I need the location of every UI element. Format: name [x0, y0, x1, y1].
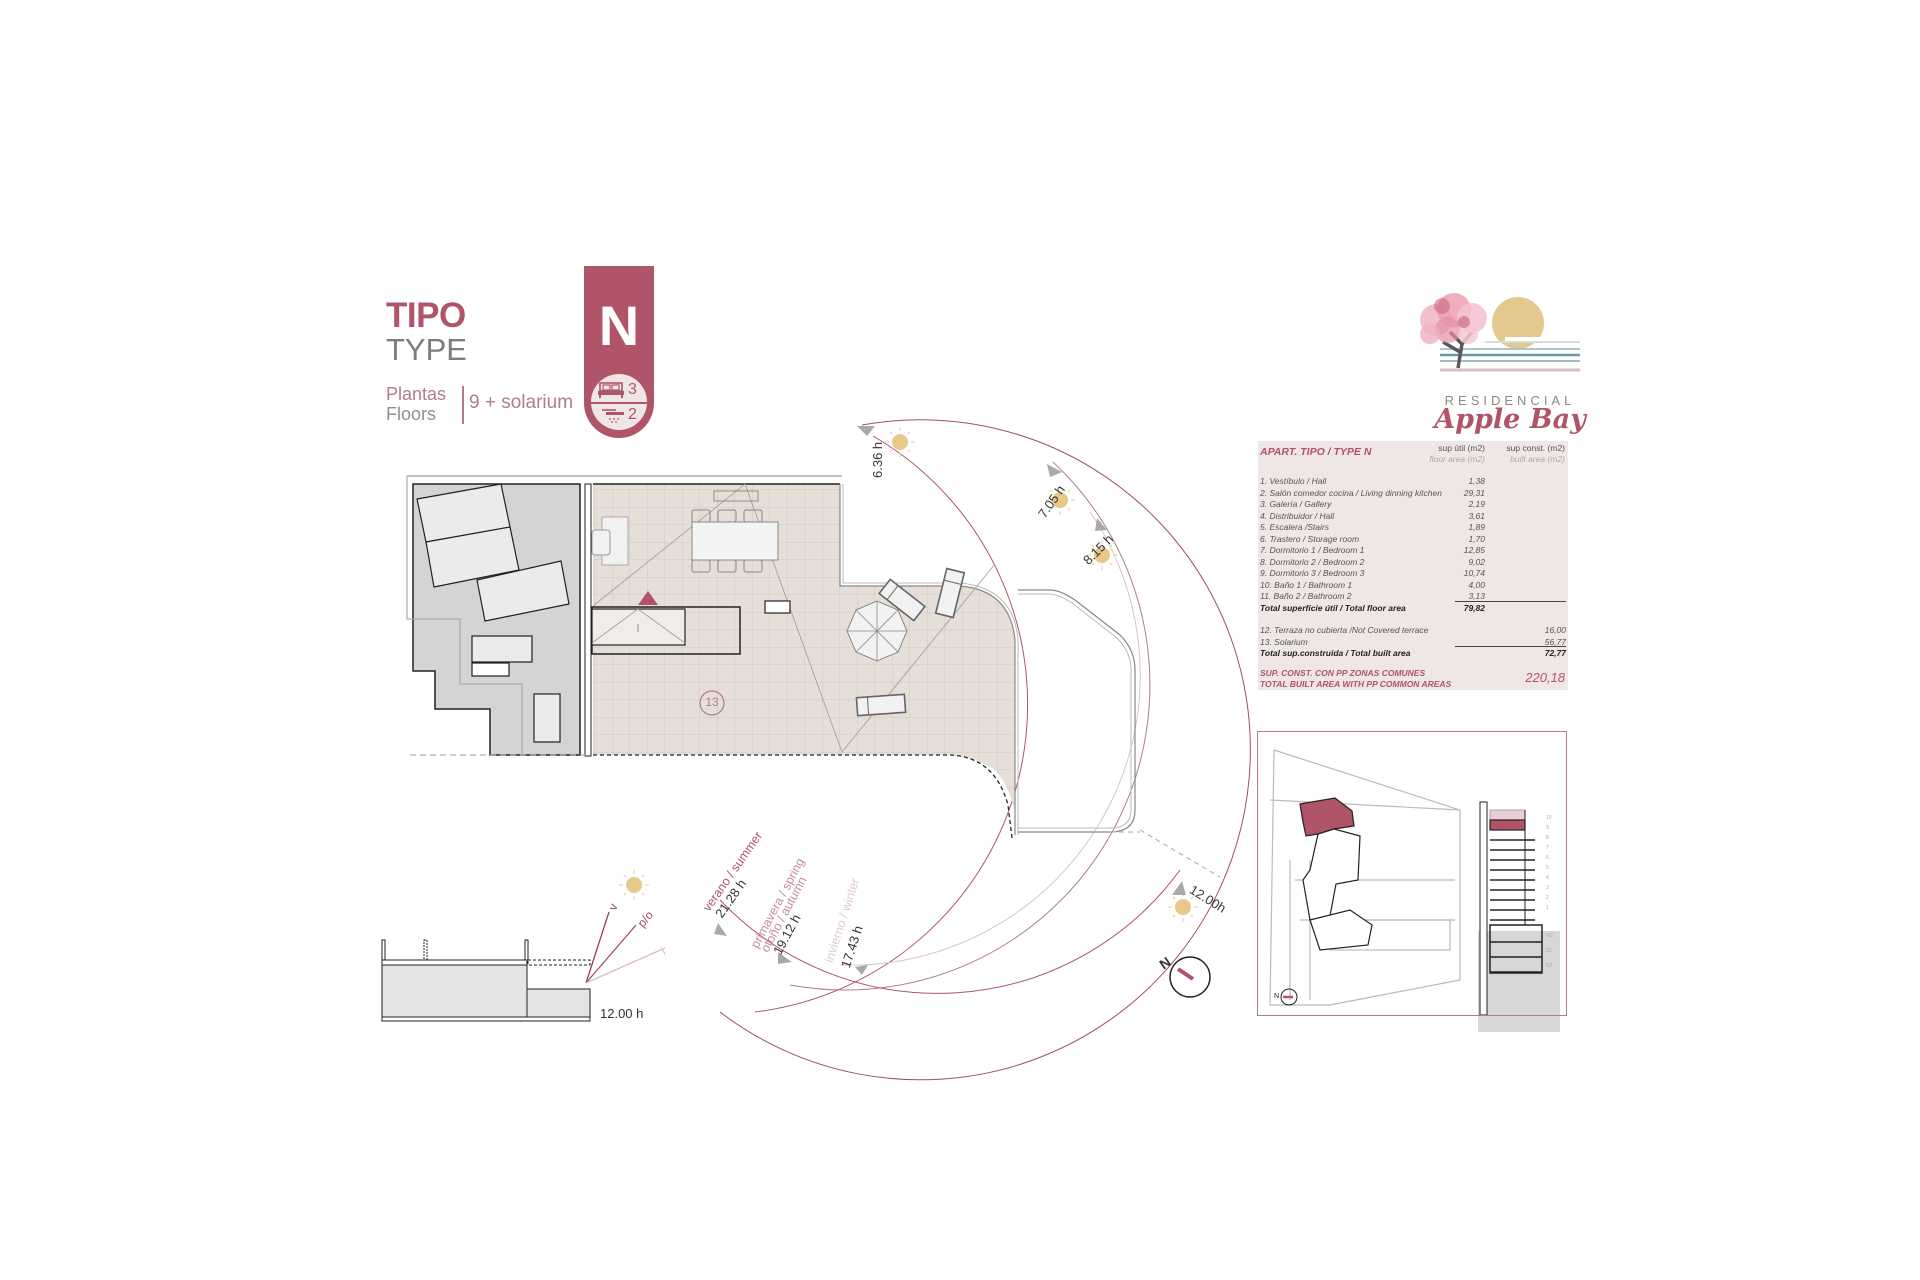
floor-label: S2	[1546, 963, 1553, 969]
cherry-tree-logo-icon	[1420, 293, 1585, 372]
sun-icon	[1168, 892, 1198, 922]
title-tipo: TIPO	[386, 296, 466, 335]
col-built-header: sup const. (m2)	[1506, 443, 1565, 453]
shower-icon	[602, 409, 624, 423]
sun-pointer-icons	[714, 426, 1186, 975]
col-floor-subheader: floor area (m2)	[1429, 454, 1485, 464]
room-number-marker	[699, 690, 725, 716]
sun-icon	[885, 427, 915, 457]
floor-label: 4	[1546, 875, 1549, 881]
compass-icon	[1169, 956, 1211, 998]
floor-label: 7	[1546, 845, 1549, 851]
subtotal-line	[1455, 646, 1566, 647]
type-letter: N	[598, 294, 640, 357]
umbrella-icon	[846, 600, 908, 662]
floor-label: 3	[1546, 885, 1549, 891]
floor-label: 10	[1546, 815, 1552, 821]
sun-icon	[1087, 540, 1117, 570]
floor-label: 2	[1546, 895, 1549, 901]
key-plan-north-label: N	[1274, 993, 1280, 1000]
table-row: 2. Salón comedor cocina / Living dinning…	[1260, 487, 1485, 498]
bed-icon	[598, 382, 624, 398]
entry-marker-icon	[638, 591, 658, 605]
sun-lounger-icon	[934, 567, 966, 619]
key-plan-frame	[1257, 731, 1567, 1016]
table-title: APART. TIPO / TYPE N	[1260, 446, 1372, 458]
logo-residencial: RESIDENCIAL	[1444, 393, 1576, 408]
col-built-subheader: built area (m2)	[1510, 454, 1565, 464]
floor-label: 5	[1546, 865, 1549, 871]
floor-label: S1	[1546, 948, 1553, 954]
floor-label: 6	[1546, 855, 1549, 861]
sun-time-label: 6.36 h	[870, 441, 885, 478]
pp-label-es: SUP. CONST. CON PP ZONAS COMUNES	[1260, 668, 1426, 678]
floor-label: MZ	[1546, 933, 1554, 939]
floors-value: 9 + solarium	[469, 392, 574, 413]
table-row: 12. Terraza no cubierta /Not Covered ter…	[1260, 625, 1566, 635]
floor-label: 9	[1546, 825, 1549, 831]
sun-lounger-icon	[877, 578, 927, 622]
rooms-divider	[591, 402, 647, 404]
bathroom-count: 2	[628, 406, 637, 423]
sun-icon	[619, 870, 649, 900]
pp-label-en: TOTAL BUILT AREA WITH PP COMMON AREAS	[1260, 679, 1452, 689]
room-number: 13	[705, 695, 719, 709]
pp-value: 220,18	[1525, 670, 1565, 685]
col-floor-header: sup útil (m2)	[1438, 443, 1485, 453]
title-type: TYPE	[386, 332, 467, 367]
logo-apple-bay: Apple Bay	[1434, 404, 1586, 435]
area-table	[1258, 441, 1568, 690]
floor-label: 8	[1546, 835, 1549, 841]
separator	[462, 386, 464, 424]
floor-label: 1	[1546, 905, 1549, 911]
sun-lounger-icon	[855, 693, 907, 717]
sun-icon	[1045, 485, 1075, 515]
floors-label: Floors	[386, 404, 437, 424]
subtotal-line	[1455, 601, 1566, 602]
section-drawing	[381, 911, 666, 1022]
total-floor-row: Total superficie útil / Total floor area…	[1260, 602, 1485, 613]
bedroom-count: 3	[628, 381, 637, 398]
section-noon-label: 12.00 h	[600, 1006, 644, 1021]
plantas-label: Plantas	[386, 384, 447, 404]
